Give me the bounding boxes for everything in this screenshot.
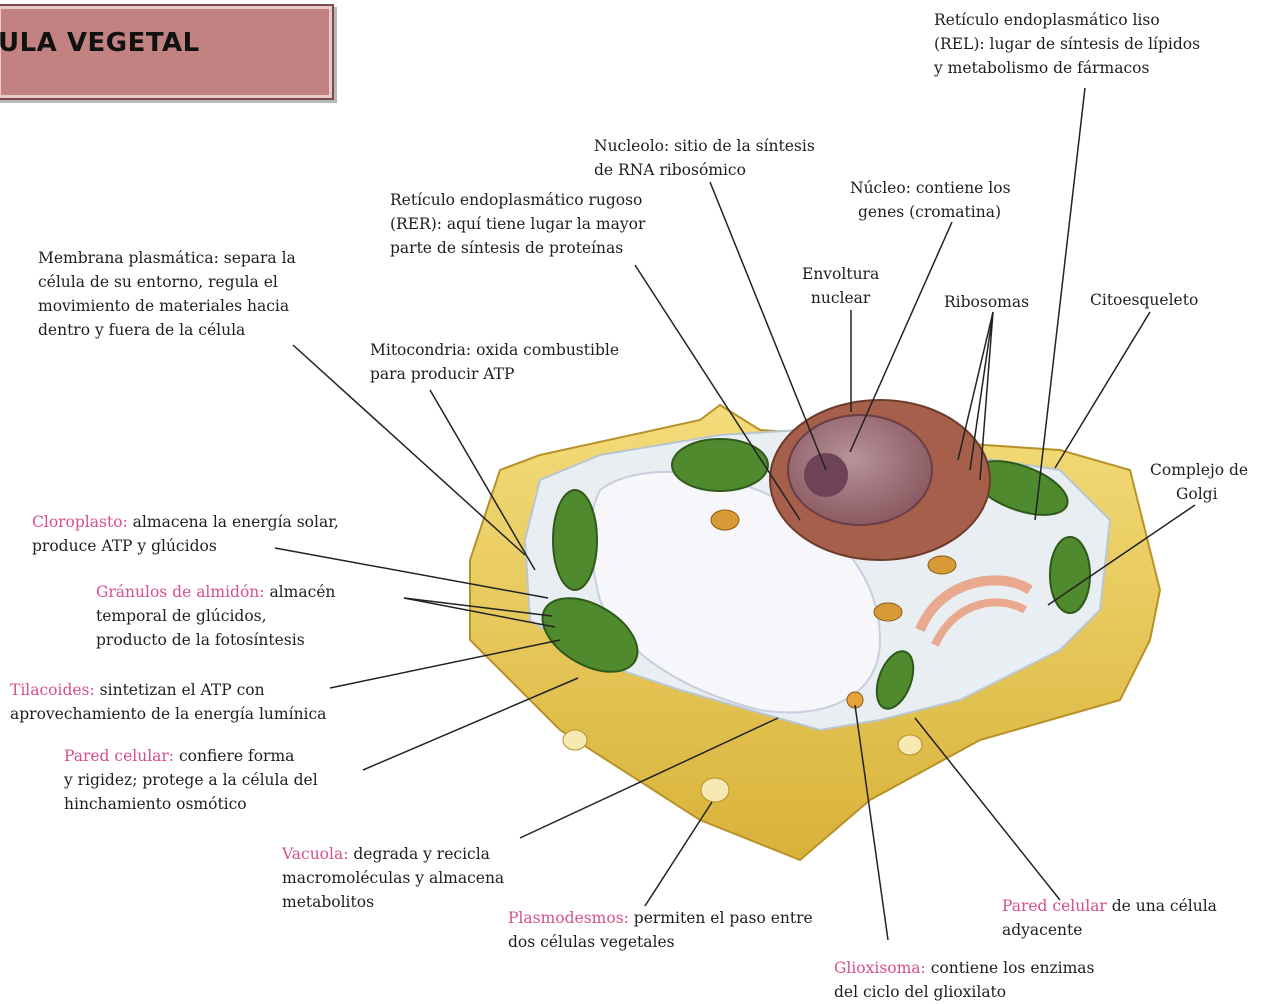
nucleolus [804,453,848,497]
label-pared-celular: Pared celular: confiere forma y rigidez;… [64,744,318,816]
mitochondrion-2 [874,603,902,621]
chloroplast-5 [1050,537,1090,613]
plasmodesma-2 [563,730,587,750]
label-citoesqueleto: Citoesqueleto [1090,288,1198,312]
mitochondrion-3 [928,556,956,574]
mitochondrion-1 [711,510,739,530]
chloroplast-1 [672,439,768,491]
label-rer: Retículo endoplasmático rugoso (RER): aq… [390,188,645,260]
label-golgi: Complejo de Golgi [1150,458,1248,506]
label-nucleo: Núcleo: contiene los genes (cromatina) [850,176,1011,224]
label-plasmodesmos: Plasmodesmos: permiten el paso entre dos… [508,906,813,954]
label-glioxisoma: Glioxisoma: contiene los enzimas del cic… [834,956,1095,1004]
label-nucleolo: Nucleolo: sitio de la síntesis de RNA ri… [594,134,815,182]
label-envoltura: Envoltura nuclear [802,262,879,310]
plasmodesma-3 [898,735,922,755]
plasmodesma-1 [701,778,729,802]
label-rel: Retículo endoplasmático liso (REL): luga… [934,8,1200,80]
chloroplast-2 [553,490,597,590]
label-membrana: Membrana plasmática: separa la célula de… [38,246,296,342]
label-almidon: Gránulos de almidón: almacén temporal de… [96,580,335,652]
label-cloroplasto: Cloroplasto: almacena la energía solar, … [32,510,339,558]
label-tilacoides: Tilacoides: sintetizan el ATP con aprove… [10,678,326,726]
label-mitocondria: Mitocondria: oxida combustible para prod… [370,338,619,386]
label-pared-adyacente: Pared celular de una célula adyacente [1002,894,1217,942]
label-ribosomas: Ribosomas [944,290,1029,314]
label-vacuola: Vacuola: degrada y recicla macromolécula… [282,842,504,914]
